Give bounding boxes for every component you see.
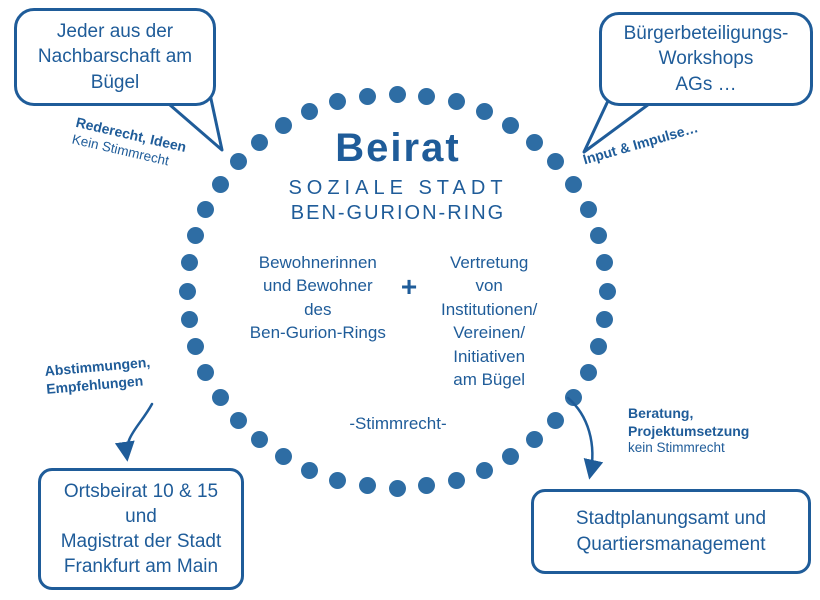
ring-dot: [547, 411, 565, 429]
ring-dot: [596, 254, 614, 272]
label-rederecht-ideen: Rederecht, Ideen Kein Stimmrecht: [70, 114, 188, 173]
members-institutions: Vertretung von Institutionen/ Vereinen/ …: [425, 251, 553, 392]
box-line: Ortsbeirat 10 & 15: [63, 480, 219, 502]
ring-dot: [565, 175, 583, 193]
box-line: Frankfurt am Main: [63, 556, 219, 578]
ring-dot: [579, 200, 597, 218]
ring-dot: [388, 479, 406, 497]
ring-dot: [197, 364, 215, 382]
members-institutions-line: am Bügel: [453, 370, 526, 390]
bubble-line: Workshops: [658, 48, 754, 70]
ring-dot: [475, 103, 493, 121]
ring-dot: [211, 175, 229, 193]
circle-subtitle-1: SOZIALE STADT: [288, 177, 508, 199]
ring-dot: [502, 116, 520, 134]
ring-dot: [229, 411, 247, 429]
ring-dot: [526, 133, 544, 151]
members-residents-line: des: [304, 299, 332, 319]
ring-dot: [547, 153, 565, 171]
ring-dot: [197, 200, 215, 218]
bubble-line: Nachbarschaft am: [37, 46, 193, 68]
members-institutions-line: Vertretung: [449, 253, 529, 272]
ring-dot: [589, 226, 607, 244]
ring-dot: [418, 87, 436, 105]
ring-dot: [526, 431, 544, 449]
center-content: Beirat SOZIALE STADT BEN-GURION-RING Bew…: [227, 126, 569, 434]
ring-dot: [358, 477, 376, 495]
ring-dot: [358, 87, 376, 105]
members-institutions-line: Institutionen/: [440, 299, 538, 319]
ring-dot: [388, 85, 406, 103]
ring-dot: [596, 310, 614, 328]
ring-dot: [211, 389, 229, 406]
label-bold: Projektumsetzung: [628, 422, 750, 439]
circle-title: Beirat: [335, 126, 461, 170]
bubble-line: AGs …: [675, 73, 737, 95]
ring-dot: [589, 338, 607, 355]
member-columns: Bewohnerinnen und Bewohner des Ben-Gurio…: [227, 251, 569, 392]
ring-dot: [187, 226, 204, 244]
box-ortsbeirat-magistrat: Ortsbeirat 10 & 15 und Magistrat der Sta…: [38, 468, 244, 590]
bubble-line: Bügel: [90, 71, 140, 93]
label-normal: kein Stimmrecht: [628, 440, 725, 455]
members-institutions-line: Initiativen: [453, 346, 526, 366]
speech-bubble-neighbourhood: Jeder aus der Nachbarschaft am Bügel: [14, 8, 216, 106]
members-residents-line: Ben-Gurion-Rings: [249, 323, 386, 343]
label-beratung: Beratung, Projektumsetzung kein Stimmrec…: [628, 405, 749, 457]
ring-dot: [274, 116, 292, 134]
members-residents-line: und Bewohner: [262, 276, 373, 296]
ring-dot: [180, 254, 198, 272]
ring-dot: [178, 282, 196, 300]
members-institutions-line: Vereinen/: [453, 323, 526, 343]
arrow-to-ortsbeirat: [114, 402, 154, 462]
ring-dot: [274, 448, 292, 466]
circle-subtitle-2: BEN-GURION-RING: [290, 202, 506, 224]
box-line: und: [125, 505, 157, 527]
label-abstimmungen: Abstimmungen, Empfehlungen: [44, 354, 152, 398]
plus-sign: +: [400, 271, 418, 302]
ring-dot: [579, 364, 597, 382]
ring-dot: [475, 461, 493, 479]
label-bold: Input & Impulse…: [581, 119, 700, 168]
stimmrecht-note: -Stimmrecht-: [349, 413, 447, 433]
ring-dot: [329, 471, 347, 489]
label-input-impulse: Input & Impulse…: [581, 119, 700, 169]
bubble-line: Jeder aus der: [56, 21, 174, 43]
box-line: Quartiersmanagement: [576, 533, 766, 555]
box-stadtplanungsamt: Stadtplanungsamt und Quartiersmanagement: [531, 489, 811, 574]
ring-dot: [229, 153, 247, 171]
members-residents: Bewohnerinnen und Bewohner des Ben-Gurio…: [243, 251, 393, 345]
ring-dot: [180, 310, 198, 328]
ring-dot: [418, 477, 436, 495]
ring-dot: [301, 103, 319, 121]
ring-dot: [187, 338, 204, 355]
arrow-to-stadtplanungsamt: [566, 396, 604, 480]
ring-dot: [329, 93, 347, 111]
ring-dot: [250, 431, 268, 449]
ring-dot: [502, 448, 520, 466]
box-line: Magistrat der Stadt: [60, 531, 222, 552]
ring-dot: [447, 471, 465, 489]
members-residents-line: Bewohnerinnen: [258, 253, 377, 272]
box-line: Stadtplanungsamt und: [575, 508, 767, 530]
ring-dot: [250, 133, 268, 151]
ring-dot: [301, 461, 319, 479]
bubble-line: Bürgerbeteiligungs-: [623, 23, 789, 45]
ring-dot: [598, 282, 616, 300]
members-institutions-line: von: [475, 276, 503, 296]
speech-bubble-workshops: Bürgerbeteiligungs- Workshops AGs …: [599, 12, 813, 106]
label-bold: Beratung,: [628, 405, 694, 421]
ring-dot: [447, 93, 465, 111]
